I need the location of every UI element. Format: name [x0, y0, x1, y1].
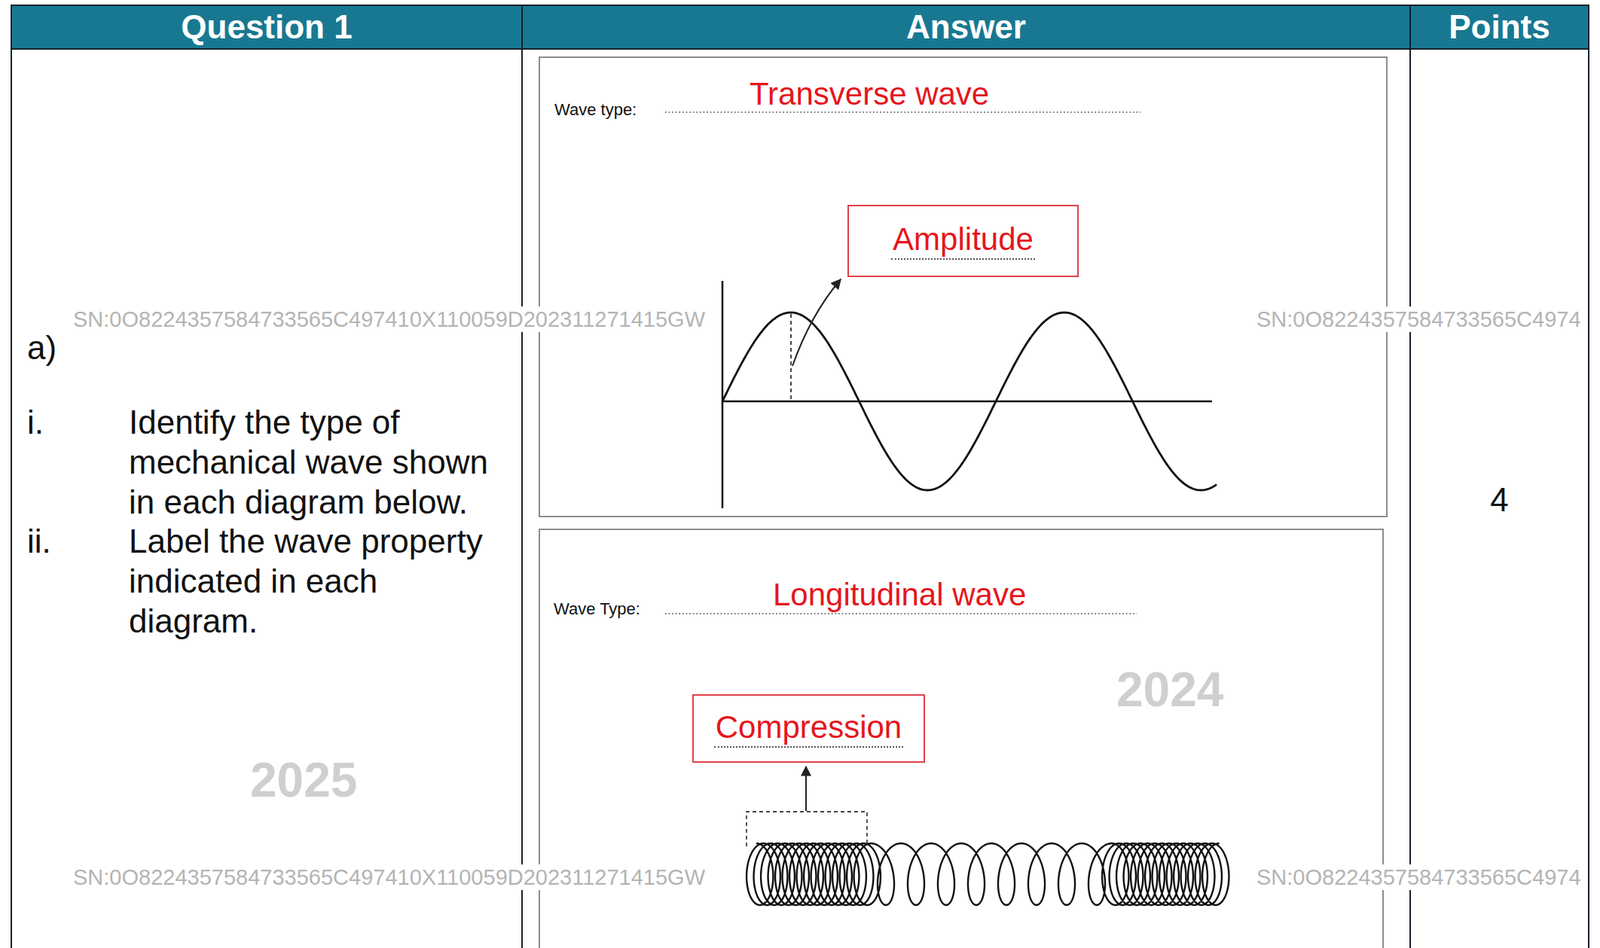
- question-text: Identify the type of mechanical wave sho…: [128, 402, 506, 523]
- item-number: ii.: [27, 521, 52, 562]
- watermark-year: 2024: [1114, 662, 1225, 718]
- header-text: Question 1: [180, 9, 352, 46]
- header-cell: Answer: [521, 4, 1411, 50]
- header-text: Answer: [906, 9, 1026, 46]
- field-label: Wave type:: [554, 100, 637, 120]
- answer-dotted-line: [665, 111, 1141, 113]
- compression-bracket: [746, 812, 868, 847]
- vertical-axis: [721, 280, 724, 509]
- horizontal-axis: [722, 400, 1213, 404]
- transverse-wave-curve: [722, 312, 1217, 491]
- question-cell: a) i. Identify the type of mechanical wave…: [10, 48, 523, 948]
- item-number: i.: [27, 402, 44, 443]
- property-label: Compression: [714, 710, 904, 749]
- field-label: Wave Type:: [553, 599, 641, 620]
- question-text: Label the wave property indicated in eac…: [128, 521, 506, 642]
- amplitude-dashed-line: [790, 314, 792, 400]
- compression-pointer-arrow: [805, 766, 807, 812]
- header-text: Points: [1448, 9, 1550, 46]
- amplitude-pointer-arrow: [792, 279, 841, 367]
- watermark-serial: SN:0O8224357584733565C497410X110059D2023…: [71, 864, 707, 891]
- watermark-serial: SN:0O8224357584733565C4974: [1254, 306, 1583, 333]
- watermark-serial: SN:0O8224357584733565C497410X110059D2023…: [71, 306, 707, 333]
- points-cell: 4: [1409, 48, 1590, 948]
- question-part: a): [27, 327, 57, 368]
- watermark-year: 2025: [248, 753, 359, 808]
- label-box: Amplitude: [847, 204, 1079, 278]
- label-box: Compression: [692, 694, 926, 764]
- header-cell: Points: [1409, 4, 1590, 50]
- answer-text: Longitudinal wave: [772, 577, 1026, 613]
- points-value: 4: [1410, 480, 1588, 520]
- answer-text: Transverse wave: [749, 76, 990, 112]
- answer-panel: Wave type: Transverse waveAmplitude: [538, 56, 1388, 518]
- property-label: Amplitude: [891, 222, 1036, 260]
- longitudinal-spring: [746, 843, 1229, 906]
- header-cell: Question 1: [10, 4, 523, 50]
- watermark-serial: SN:0O8224357584733565C4974: [1254, 864, 1583, 891]
- answer-dotted-line: [665, 613, 1137, 615]
